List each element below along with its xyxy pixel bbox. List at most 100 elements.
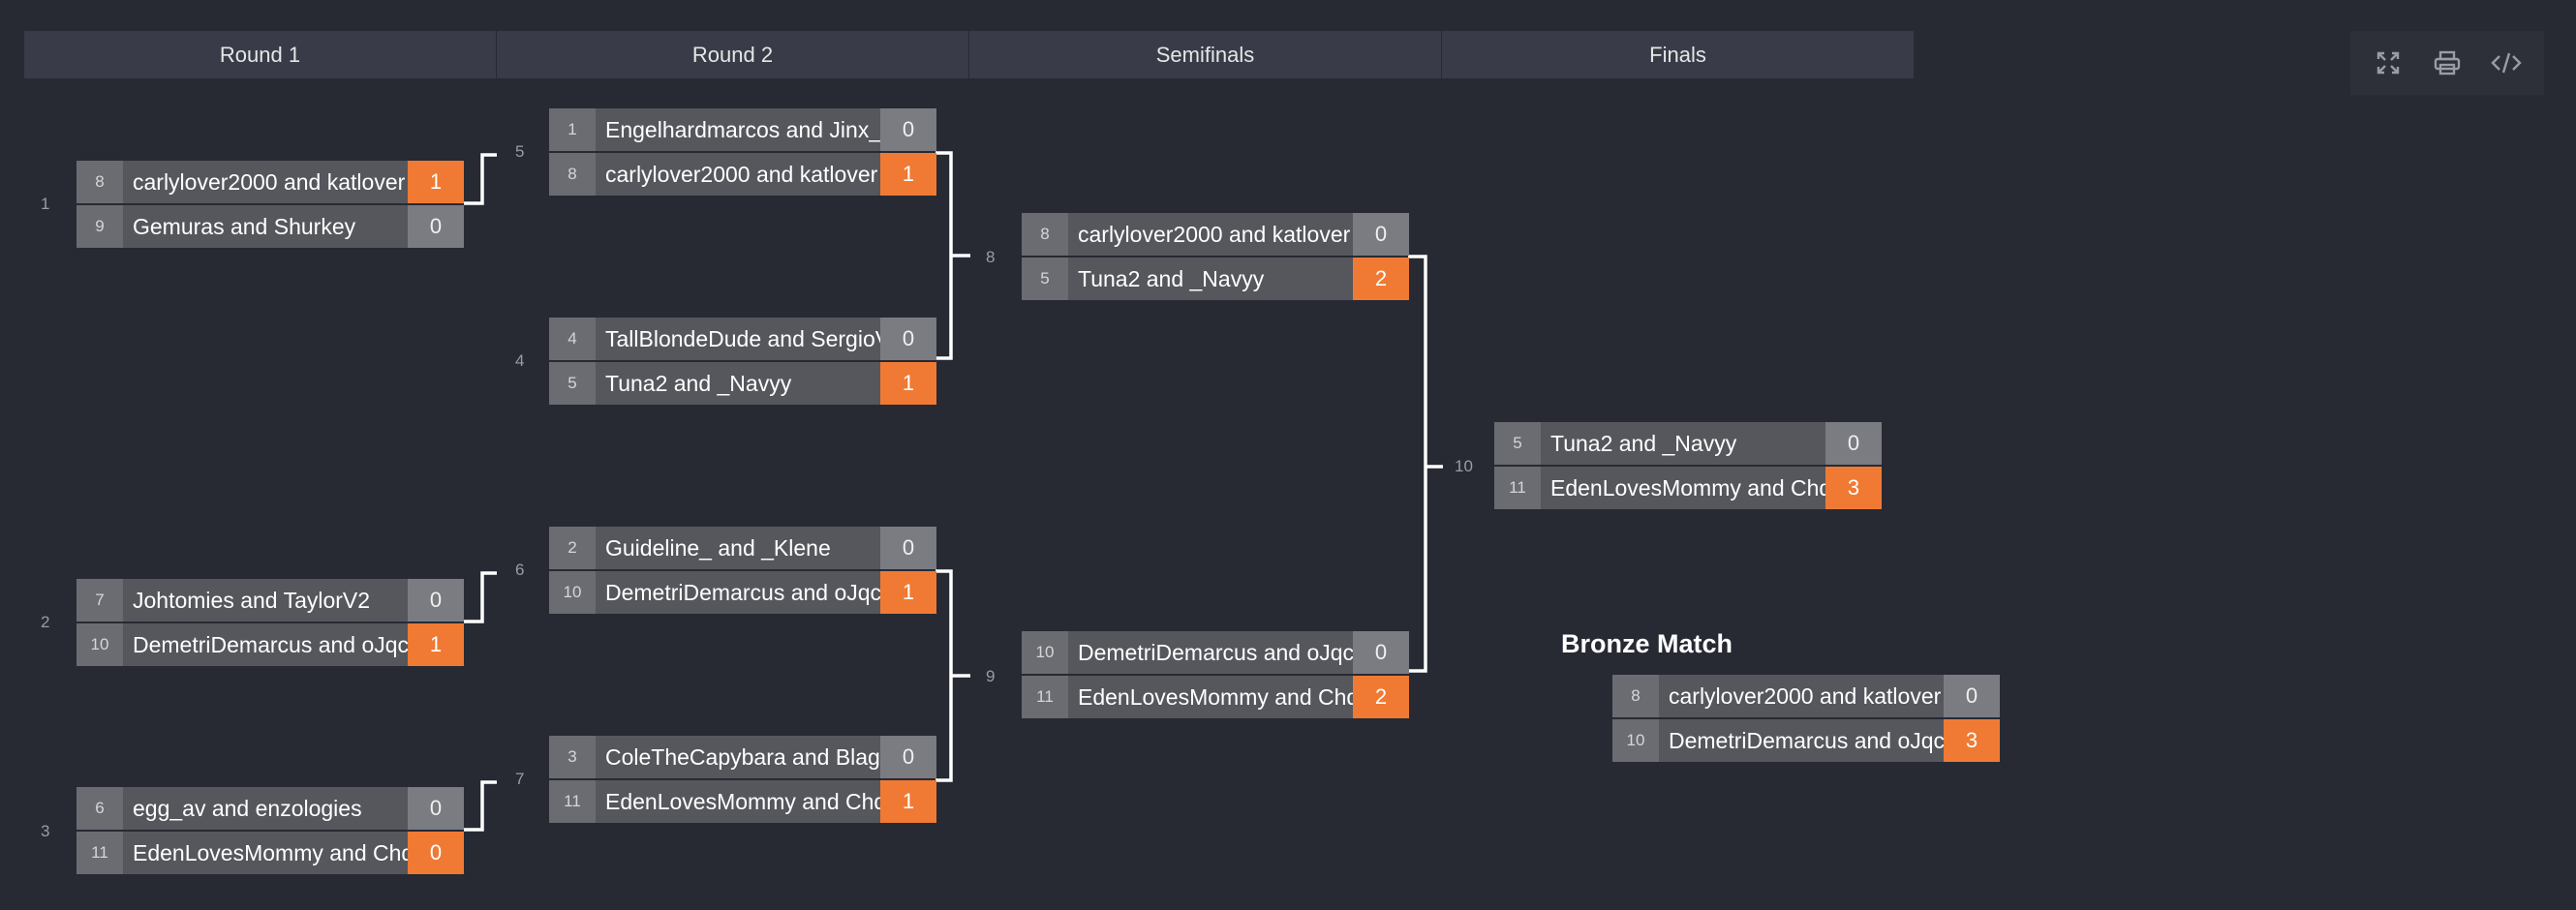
match-number: 5 [515,142,525,161]
team-name: TallBlondeDude and SergioV [596,318,880,360]
team-row[interactable]: 5 Tuna2 and _Navyy 2 [1022,258,1409,300]
team-name: Tuna2 and _Navyy [596,362,880,405]
team-row[interactable]: 7 Johtomies and TaylorV2 0 [77,579,464,622]
connector-m3-m7 [464,780,497,832]
match-number: 4 [515,351,525,370]
team-row[interactable]: 11 EdenLovesMommy and Chq 1 [549,780,936,823]
match-number: 3 [41,822,50,840]
team-row[interactable]: 10 DemetriDemarcus and oJqc 3 [1612,719,2000,762]
team-row[interactable]: 5 Tuna2 and _Navyy 1 [549,362,936,405]
team-score: 1 [880,571,936,614]
team-row[interactable]: 10 DemetriDemarcus and oJqc 0 [1022,631,1409,674]
team-name: carlylover2000 and katlover [123,161,408,203]
match-number: 6 [515,561,525,579]
team-name: carlylover2000 and katlover [1659,675,1944,717]
team-row[interactable]: 10 DemetriDemarcus and oJqc 1 [549,571,936,614]
printer-icon [2434,50,2461,76]
team-name: Tuna2 and _Navyy [1541,422,1825,465]
team-seed: 11 [77,832,123,874]
match-number: 2 [41,613,50,631]
connector-m1-m5 [464,153,497,205]
embed-code-button[interactable] [2485,42,2528,84]
team-seed: 5 [1022,258,1068,300]
round-header-1: Round 1 [24,31,496,78]
team-row[interactable]: 5 Tuna2 and _Navyy 0 [1494,422,1882,465]
team-seed: 5 [549,362,596,405]
team-name: egg_av and enzologies [123,787,408,830]
team-row[interactable]: 8 carlylover2000 and katlover 1 [549,153,936,196]
expand-icon [2377,51,2399,75]
team-name: EdenLovesMommy and Chq [1541,467,1825,509]
team-row[interactable]: 11 EdenLovesMommy and Chq 0 [77,832,464,874]
fullscreen-button[interactable] [2367,42,2409,84]
bronze-match[interactable]: 8 carlylover2000 and katlover 0 10 Demet… [1612,675,2000,764]
team-row[interactable]: 8 carlylover2000 and katlover 0 [1612,675,2000,717]
match-10-final[interactable]: 5 Tuna2 and _Navyy 0 11 EdenLovesMommy a… [1494,422,1882,511]
team-score: 1 [408,161,464,203]
team-seed: 9 [77,205,123,248]
team-score: 0 [408,832,464,874]
team-row[interactable]: 10 DemetriDemarcus and oJqc 1 [77,623,464,666]
match-6[interactable]: 2 Guideline_ and _Klene 0 10 DemetriDema… [549,527,936,616]
match-7[interactable]: 3 ColeTheCapybara and Blagc 0 11 EdenLov… [549,736,936,825]
match-number: 9 [986,667,996,685]
team-seed: 1 [549,108,596,151]
round-header-2: Round 2 [497,31,968,78]
team-row[interactable]: 1 Engelhardmarcos and Jinx_ 0 [549,108,936,151]
team-seed: 8 [77,161,123,203]
team-name: carlylover2000 and katlover [1068,213,1353,256]
team-row[interactable]: 3 ColeTheCapybara and Blagc 0 [549,736,936,778]
team-name: Guideline_ and _Klene [596,527,880,569]
team-seed: 10 [77,623,123,666]
team-seed: 10 [549,571,596,614]
team-row[interactable]: 11 EdenLovesMommy and Chq 3 [1494,467,1882,509]
team-score: 2 [1353,676,1409,718]
team-row[interactable]: 8 carlylover2000 and katlover 1 [77,161,464,203]
team-name: DemetriDemarcus and oJqc [596,571,880,614]
team-name: Engelhardmarcos and Jinx_ [596,108,880,151]
team-score: 1 [408,623,464,666]
team-score: 3 [1825,467,1882,509]
team-score: 0 [880,527,936,569]
match-8[interactable]: 8 carlylover2000 and katlover 0 5 Tuna2 … [1022,213,1409,302]
match-number: 1 [41,195,50,213]
team-seed: 11 [1022,676,1068,718]
team-seed: 11 [1494,467,1541,509]
team-score: 2 [1353,258,1409,300]
match-5[interactable]: 1 Engelhardmarcos and Jinx_ 0 8 carlylov… [549,108,936,197]
team-row[interactable]: 11 EdenLovesMommy and Chq 2 [1022,676,1409,718]
match-number: 10 [1455,457,1473,475]
connector-m5-m4-m8 [935,151,970,360]
team-row[interactable]: 8 carlylover2000 and katlover 0 [1022,213,1409,256]
team-row[interactable]: 9 Gemuras and Shurkey 0 [77,205,464,248]
team-name: carlylover2000 and katlover [596,153,880,196]
round-header-finals: Finals [1442,31,1914,78]
team-score: 0 [1353,631,1409,674]
team-name: Johtomies and TaylorV2 [123,579,408,622]
team-row[interactable]: 6 egg_av and enzologies 0 [77,787,464,830]
team-seed: 10 [1612,719,1659,762]
team-score: 1 [880,780,936,823]
team-seed: 5 [1494,422,1541,465]
team-name: DemetriDemarcus and oJqc [1068,631,1353,674]
match-2[interactable]: 7 Johtomies and TaylorV2 0 10 DemetriDem… [77,579,464,668]
team-name: EdenLovesMommy and Chq [596,780,880,823]
team-score: 0 [1353,213,1409,256]
print-button[interactable] [2426,42,2469,84]
team-seed: 8 [549,153,596,196]
team-score: 1 [880,362,936,405]
code-icon [2491,52,2523,74]
team-row[interactable]: 4 TallBlondeDude and SergioV 0 [549,318,936,360]
connector-m2-m6 [464,571,497,623]
team-seed: 3 [549,736,596,778]
match-9[interactable]: 10 DemetriDemarcus and oJqc 0 11 EdenLov… [1022,631,1409,720]
match-1[interactable]: 8 carlylover2000 and katlover 1 9 Gemura… [77,161,464,250]
match-3[interactable]: 6 egg_av and enzologies 0 11 EdenLovesMo… [77,787,464,876]
team-row[interactable]: 2 Guideline_ and _Klene 0 [549,527,936,569]
team-score: 0 [408,205,464,248]
team-seed: 11 [549,780,596,823]
team-score: 0 [408,579,464,622]
match-4[interactable]: 4 TallBlondeDude and SergioV 0 5 Tuna2 a… [549,318,936,407]
team-seed: 7 [77,579,123,622]
connector-m8-m9-m10 [1408,255,1443,673]
